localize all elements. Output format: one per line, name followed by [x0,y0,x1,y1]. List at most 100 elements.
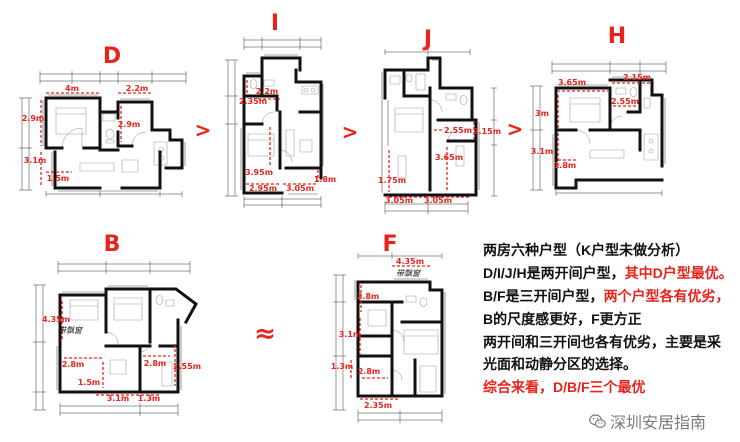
floor-plan-h-dimension-label: 1.8m [554,161,577,170]
floor-plan-h-measurement-lines [557,82,652,168]
floor-plan-h-dimension-label: 3.1m [531,147,554,156]
floor-plan-i-dimension-label: 3.95m [245,168,273,177]
floor-plan-j-windows [381,59,480,193]
floor-plan-d-windows [42,94,186,192]
floor-plan-j-walls [383,56,478,197]
floor-plan-b-fixtures [69,295,175,387]
floor-plan-j-dimension-label: 3.05m [385,196,413,205]
summary-title: 两房六种户型（K户型未做分析） [483,242,690,258]
summary-two-bay-line: D/I/J/H是两开间户型，其中D户型最优。 [483,262,738,285]
summary-two-bay-verdict: 其中D户型最优。 [624,264,733,281]
floor-plan-h: H 3.65m 2.15m 2.55m 3m 3.1m 1.8m [530,24,667,196]
floor-plan-h-label: H [608,24,626,49]
floor-plan-b-measurement-lines [61,301,176,396]
floor-plan-i-label: I [271,11,279,36]
floor-plan-i-dimension-lines [225,37,322,208]
floor-plan-d-dimension-label: 1.5m [47,174,70,183]
floor-plan-i-walls [242,56,323,195]
floor-plan-b-dimension-label: 1.5m [78,378,101,387]
floor-plan-f-dimension-label: 4.35m [396,257,424,266]
floor-plan-d: D 4m 2.2m 2.9m 2.9m 3.1m 1.5m [19,44,187,197]
floor-plan-b-label: B [104,232,121,257]
floor-plan-i-dimension-label: 1.8m [314,175,337,184]
floor-plan-f-dimension-label: 2.8m [357,292,380,301]
floor-plan-j-measurement-lines [388,122,475,198]
floor-plan-h-dimension-label: 3m [535,109,549,118]
floor-plan-b-doors [105,331,151,353]
floor-plan-j-dimension-label: 1.75m [378,176,406,185]
summary-b-vs-f: B的尺度感更好，F更方正 [483,310,642,327]
floor-plan-f: F 4.35m 带飘窗 2.8m 3.1m 1.3m 2.8m 2.35m [331,232,446,423]
floor-plan-h-dimension-label: 3.65m [558,78,586,87]
floor-plan-f-dimension-lines [333,253,443,423]
floor-plan-b-dimension-label: 3.1m [107,394,130,403]
floor-plan-d-dimension-label: 4m [65,84,79,93]
floor-plan-b-dimension-lines [33,261,191,416]
floor-plan-d-dimension-label: 3.1m [24,156,47,165]
floor-plan-h-dimension-label: 2.55m [611,97,639,106]
floor-plan-h-dimension-label: 2.15m [623,73,651,82]
summary-three-bay-line: B/F是三开间户型，两个户型各有优劣， [483,285,738,308]
floor-plan-b-windows [56,285,182,390]
floor-plan-f-dimension-label: 1.3m [331,362,354,371]
comparison-b-vs-f: ≈ [254,319,276,349]
floor-plan-b-dimension-label: 4.35m [42,315,70,324]
watermark-text: 深圳安居指南 [610,415,707,432]
floor-plan-f-measurement-lines [350,265,430,400]
floor-plan-d-doors [61,127,147,149]
floor-plan-f-windows [354,278,446,394]
summary-three-bay: B/F是三开间户型， [483,287,604,304]
floor-plan-d-label: D [103,44,121,69]
floor-plan-f-dimension-label: 2.8m [358,367,381,376]
floor-plan-j-label: J [422,27,432,52]
floor-plan-i-windows [240,54,324,195]
floor-plan-d-dimension-lines [19,71,187,197]
floor-plan-j-dimension-lines [384,49,497,214]
floor-plan-i-dimension-label: 3.05m [286,184,314,193]
floor-plan-b-dimension-label: 1.3m [138,394,161,403]
comparison-d-vs-i: > [195,118,212,142]
floor-plan-h-dimension-lines [530,61,667,196]
floor-plan-f-bay-window-note: 带飘窗 [396,269,421,278]
floor-plan-f-label: F [382,232,397,257]
floor-plan-j-dimension-label: 2.55m [444,126,472,135]
floor-plan-f-doors [391,329,405,381]
floor-plan-b-dimension-label: 2.8m [144,359,167,368]
summary-comparison-1: 两开间和三开间也各有优劣，主要是采 [483,333,721,350]
floor-plan-j: J 2.55m 2.15m 3.65m 1.75m 3.05m 3.05m [378,27,501,214]
floor-plan-i-dimension-label: 2.35m [239,97,267,106]
floor-plan-h-windows [552,76,666,186]
floor-plan-j-dimension-label: 2.15m [473,127,501,136]
floor-plan-f-dimension-label: 3.1m [339,330,362,339]
floor-plan-i: I 2.2m 2.35m 3.95m 2.95m 3.05m 1.8m [225,11,336,208]
watermark: 深圳安居指南 [589,410,706,432]
floor-plan-j-dimension-label: 3.05m [424,196,452,205]
floor-plan-h-walls [554,78,664,190]
floor-plan-d-fixtures [55,107,168,173]
summary-text: 两房六种户型（K户型未做分析） D/I/J/H是两开间户型，其中D户型最优。 B… [483,239,738,399]
floor-plan-b-dimension-label: 2.8m [62,360,85,369]
floor-plan-j-fixtures [389,73,468,179]
floor-plan-d-measurement-lines [40,92,152,186]
floor-plan-b-bay-window-note: 带飘窗 [58,326,83,335]
floor-plan-b: B 4.35m 带飘窗 2.8m 1.5m 3.1m 1.3m 2.8m 2.5… [33,232,201,416]
summary-two-bay: D/I/J/H是两开间户型， [483,264,625,281]
summary-comparison-2: 光面和动静分区的选择。 [483,356,637,373]
floor-plan-d-walls [44,96,184,190]
summary-conclusion: 综合来看，D/B/F三个最优 [483,379,646,396]
wechat-icon [589,413,606,428]
floor-plan-d-dimension-label: 2.9m [118,120,141,129]
floor-plan-i-fixtures [247,79,319,157]
comparison-j-vs-h: > [507,117,524,141]
floor-plan-i-dimension-label: 2.95m [249,184,277,193]
floor-plan-b-walls [58,287,198,394]
floor-plan-d-dimension-label: 2.2m [126,84,149,93]
floor-plan-i-doors [261,111,293,163]
floor-plan-h-fixtures [569,87,659,161]
floor-plan-f-walls [356,280,444,398]
floor-plan-j-dimension-label: 3.65m [435,153,463,162]
summary-three-bay-verdict: 两个户型各有优劣， [603,287,730,304]
floor-plan-i-measurement-lines [246,80,319,185]
